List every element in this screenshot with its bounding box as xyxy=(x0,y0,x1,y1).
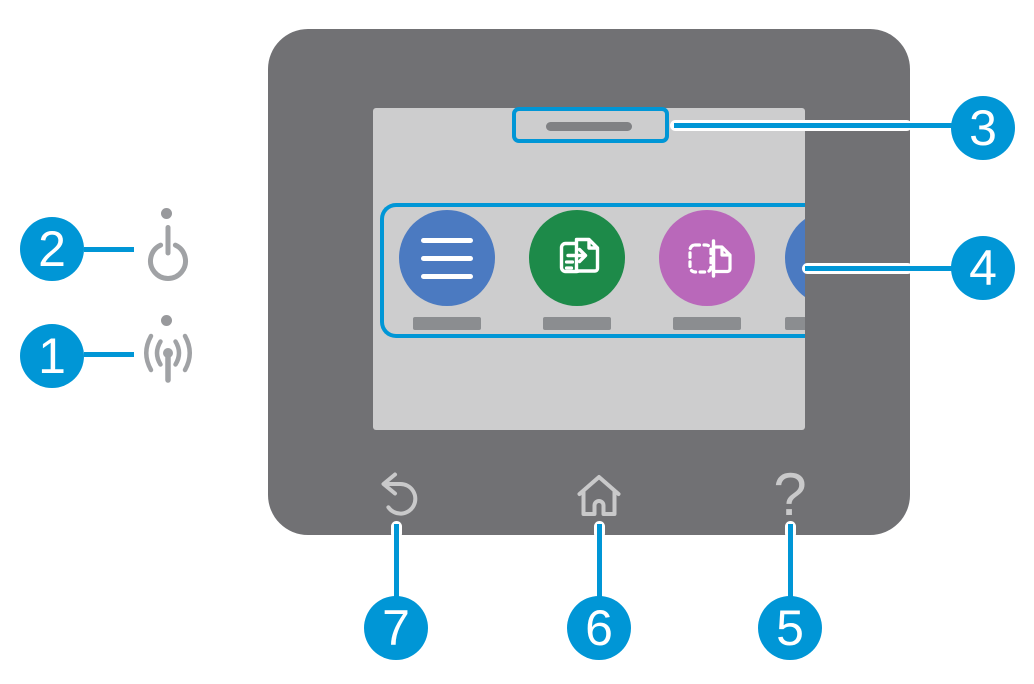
callout-4-number: 4 xyxy=(969,240,997,296)
leader-line-3 xyxy=(674,123,953,128)
callout-2-number: 2 xyxy=(38,221,66,277)
home-button[interactable] xyxy=(573,471,625,521)
back-button[interactable] xyxy=(374,470,426,522)
wireless-led-dot xyxy=(161,315,172,326)
callout-3-number: 3 xyxy=(969,100,997,156)
apps-row-callout-box xyxy=(380,203,805,338)
app-label-bar xyxy=(413,317,481,330)
callout-1: 1 xyxy=(20,324,84,388)
leader-line-5 xyxy=(788,524,793,598)
touchscreen xyxy=(373,108,805,430)
callout-7: 7 xyxy=(364,596,428,660)
power-icon xyxy=(148,242,188,281)
home-icon xyxy=(577,475,621,496)
question-mark-icon: ? xyxy=(773,461,807,528)
callout-4: 4 xyxy=(951,236,1015,300)
callout-7-number: 7 xyxy=(382,600,410,656)
power-button[interactable] xyxy=(144,225,192,287)
callout-3: 3 xyxy=(951,96,1015,160)
power-led-dot xyxy=(161,208,172,219)
app-label-bar xyxy=(673,317,741,330)
status-bar xyxy=(546,122,632,131)
wireless-icon xyxy=(144,333,192,383)
help-button[interactable]: ? xyxy=(765,465,815,525)
leader-line-2 xyxy=(84,247,134,252)
copy-app-button[interactable] xyxy=(529,210,625,306)
callout-2: 2 xyxy=(20,217,84,281)
callout-6-number: 6 xyxy=(585,600,613,656)
callout-1-number: 1 xyxy=(38,328,66,384)
leader-line-6 xyxy=(596,524,602,598)
menu-icon xyxy=(421,237,473,279)
back-arrow-icon xyxy=(382,482,418,516)
scan-app-button[interactable] xyxy=(659,210,755,306)
leader-line-4 xyxy=(805,266,953,271)
status-bar-callout-box xyxy=(512,107,669,143)
app-label-bar xyxy=(543,317,611,330)
copy-icon xyxy=(559,237,600,274)
callout-5: 5 xyxy=(758,596,822,660)
menu-app-button[interactable] xyxy=(399,210,495,306)
scan-icon xyxy=(688,239,732,278)
leader-line-1 xyxy=(84,352,134,357)
leader-line-7 xyxy=(393,524,399,598)
callout-6: 6 xyxy=(567,596,631,660)
callout-5-number: 5 xyxy=(776,600,804,656)
